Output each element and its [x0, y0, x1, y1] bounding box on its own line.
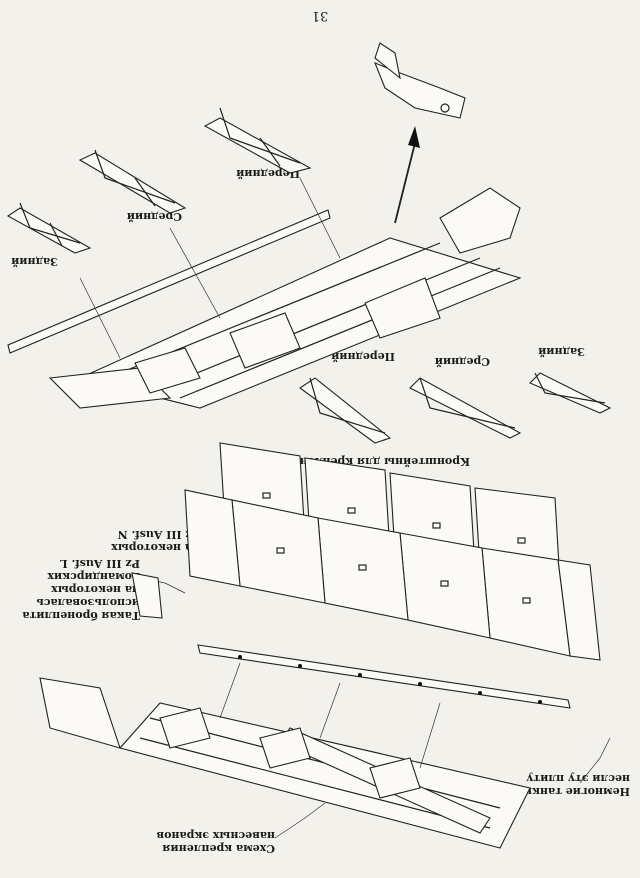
- label-top-sredniy: Средний: [127, 210, 182, 223]
- svg-text:на некоторых: на некоторых: [111, 541, 200, 554]
- upper-long-rail: [7, 209, 331, 354]
- lower-rear-wedge: [39, 677, 121, 749]
- arrow-head: [408, 126, 420, 148]
- upper-chassis-assembly: [7, 126, 522, 409]
- svg-text:использовалась: использовалась: [36, 596, 140, 609]
- svg-text:Немногие танки: Немногие танки: [524, 785, 630, 798]
- turret-plate-label: Такая бронеплита использовалась на некот…: [22, 557, 140, 622]
- mid-bracket-sredniy: [409, 377, 522, 439]
- svg-text:на некоторых: на некоторых: [51, 583, 140, 596]
- svg-text:Pz III Ausf. N: Pz III Ausf. N: [118, 528, 200, 541]
- label-mid-sredniy: Средний: [435, 355, 490, 368]
- top-bracket-peredniy: [203, 107, 312, 174]
- lower-plate-5: [184, 489, 241, 587]
- few-tanks-label: Немногие танки несли эту плиту: [524, 772, 630, 798]
- top-bracket-sredniy: [78, 149, 187, 214]
- page-number: 31: [312, 8, 329, 23]
- lower-plate-3: [317, 517, 409, 621]
- arrow-line: [394, 142, 416, 224]
- svg-text:Такая бронеплита: Такая бронеплита: [22, 609, 140, 622]
- lower-rail: [197, 644, 571, 709]
- lower-plate-1: [481, 547, 571, 657]
- lower-plate-row: [184, 489, 601, 661]
- mid-bracket-zadniy: [529, 372, 612, 414]
- ausf-n-label: на некоторых Pz III Ausf. N: [111, 528, 200, 554]
- svg-text:несли эту плиту: несли эту плиту: [526, 772, 630, 785]
- svg-text:Pz III Ausf. L: Pz III Ausf. L: [60, 557, 140, 570]
- svg-text:Схема крепления: Схема крепления: [162, 842, 275, 855]
- svg-text:навесных экранов: навесных экранов: [156, 829, 275, 842]
- detached-bracket: [374, 42, 466, 119]
- top-bracket-zadniy: [6, 202, 92, 254]
- label-mid-zadniy: Задний: [538, 345, 585, 358]
- lower-chassis-assembly: [39, 644, 571, 849]
- svg-text:командирских: командирских: [47, 570, 140, 583]
- label-top-zadniy: Задний: [11, 255, 58, 268]
- label-mid-peredniy: Передний: [331, 350, 395, 363]
- mid-bracket-peredniy: [299, 377, 392, 444]
- upper-front-wedge: [439, 187, 521, 254]
- turret-plate-piece: [131, 572, 163, 619]
- scheme-caption: Схема крепления навесных экранов: [156, 829, 275, 855]
